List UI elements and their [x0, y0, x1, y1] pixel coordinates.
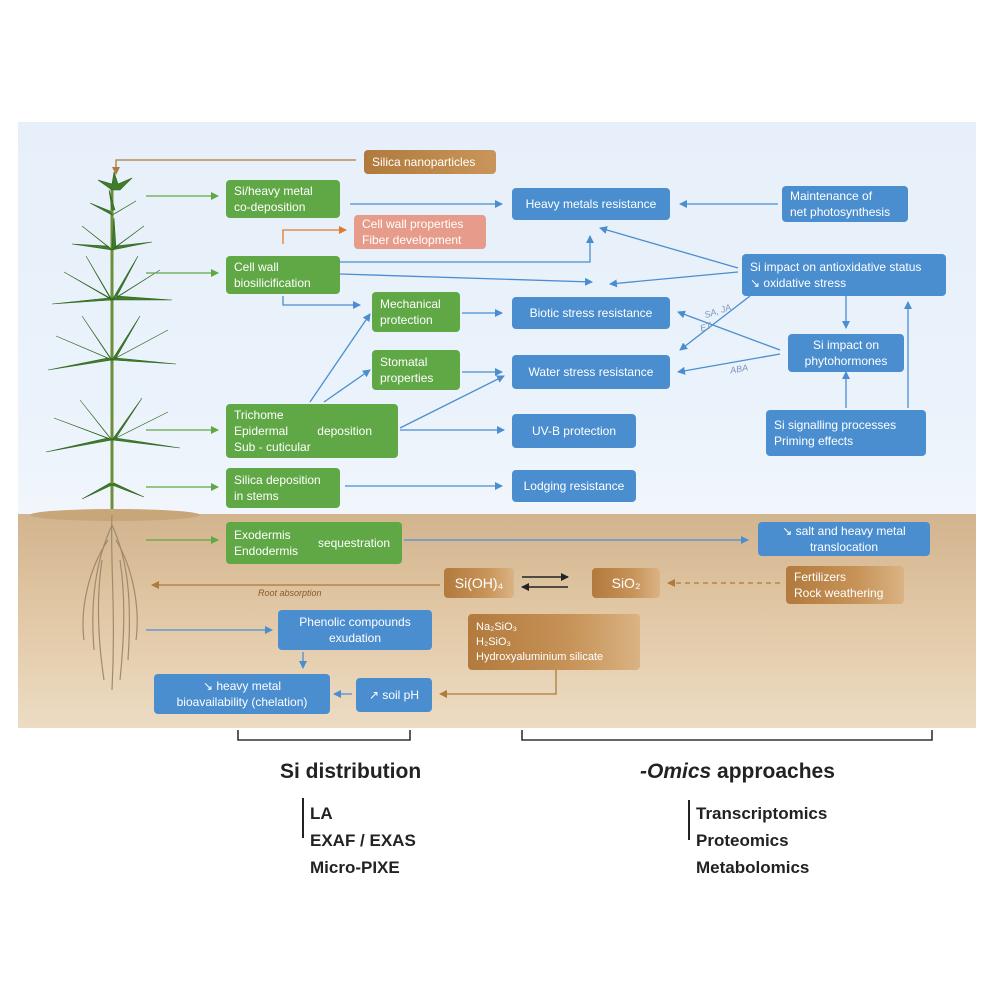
omics-item: Transcriptomics — [696, 804, 828, 823]
root-absorption-label: Root absorption — [258, 588, 322, 598]
exodermis-label: Exodermis — [234, 528, 291, 542]
omics-heading-em: -Omics — [640, 760, 712, 783]
uvb-protection-box: UV-B protection — [512, 414, 636, 448]
metasilicic-acid-label: H₂SiO₃ — [476, 635, 512, 648]
mechanical-label: Mechanical — [380, 297, 441, 311]
heavy-metal-bioavailability-box: ↘ heavy metal bioavailability (chelation… — [154, 674, 330, 714]
silica-deposition-stems-box: Silica deposition in stems — [226, 468, 340, 508]
cell-wall-biosilicification-box: Cell wall biosilicification — [226, 256, 340, 294]
trichome-label: Trichome — [234, 408, 284, 422]
antioxidative-status-label: Si impact on antioxidative status — [750, 260, 922, 274]
deposition-label: deposition — [317, 424, 372, 438]
si-signalling-label: Si signalling processes — [774, 418, 897, 432]
si-distribution-bar — [302, 798, 304, 838]
cell-wall-label: Cell wall — [234, 260, 279, 274]
epidermal-label: Epidermal — [234, 424, 289, 438]
fiber-development-label: Fiber development — [362, 233, 462, 247]
fertilizers-box: Fertilizers Rock weathering — [786, 566, 904, 604]
fertilizers-label: Fertilizers — [794, 570, 847, 584]
bioavailability-label: bioavailability (chelation) — [176, 695, 308, 709]
silicon-dioxide-box: SiO₂ — [592, 568, 660, 598]
biotic-stress-resistance-label: Biotic stress resistance — [529, 306, 653, 320]
water-stress-resistance-box: Water stress resistance — [512, 355, 670, 389]
silicates-box: Na₂SiO₃ H₂SiO₃ Hydroxyaluminium silicate — [468, 614, 640, 670]
omics-bar — [688, 800, 690, 840]
properties-label: properties — [380, 371, 434, 385]
phytohormones-box: Si impact on phytohormones — [788, 334, 904, 372]
maintenance-label: Maintenance of — [790, 189, 873, 203]
si-heavy-metal-codeposition-box: Si/heavy metal co-deposition — [226, 180, 340, 218]
heavy-metal-label: ↘ heavy metal — [202, 679, 282, 693]
salt-heavy-metal-translocation-box: ↘ salt and heavy metal translocation — [758, 522, 930, 556]
endodermis-label: Endodermis — [234, 544, 299, 558]
si-distribution-item: EXAF / EXAS — [310, 831, 416, 850]
omics-heading: -Omics approaches — [640, 760, 835, 784]
co-deposition-label: co-deposition — [234, 200, 306, 214]
trichome-deposition-box: Trichome Epidermal Sub - cuticular depos… — [226, 404, 398, 458]
lodging-resistance-box: Lodging resistance — [512, 470, 636, 502]
si-distribution-heading: Si distribution — [280, 760, 422, 783]
hemp-plant-illustration — [30, 171, 200, 691]
silica-deposition-label: Silica deposition — [234, 473, 321, 487]
maintenance-photosynthesis-box: Maintenance of net photosynthesis — [782, 186, 908, 222]
silica-nanoparticles-box: Silica nanoparticles — [364, 150, 496, 174]
protection-label: protection — [380, 313, 433, 327]
stomatal-label: Stomatal — [380, 355, 428, 369]
omics-heading-rest: approaches — [711, 760, 835, 783]
uvb-protection-label: UV-B protection — [531, 424, 617, 438]
salt-heavy-metal-label: ↘ salt and heavy metal — [782, 524, 906, 538]
sodium-silicate-label: Na₂SiO₃ — [476, 620, 518, 633]
biotic-stress-resistance-box: Biotic stress resistance — [512, 297, 670, 329]
mechanical-protection-box: Mechanical protection — [372, 292, 460, 332]
sio2-label: SiO₂ — [611, 575, 641, 591]
heavy-metals-resistance-box: Heavy metals resistance — [512, 188, 670, 220]
soil-ph-label: ↗ soil pH — [368, 688, 420, 702]
net-photosynthesis-label: net photosynthesis — [790, 205, 891, 219]
omics-item: Metabolomics — [696, 858, 810, 877]
cell-wall-properties-label: Cell wall properties — [362, 217, 464, 231]
si-impact-on-label: Si impact on — [812, 338, 880, 352]
stomatal-properties-box: Stomatal properties — [372, 350, 460, 390]
soil-ph-box: ↗ soil pH — [356, 678, 432, 712]
exudation-label: exudation — [328, 631, 382, 645]
priming-effects-label: Priming effects — [774, 434, 854, 448]
silicic-acid-box: Si(OH)₄ — [444, 568, 514, 598]
si-signalling-box: Si signalling processes Priming effects — [766, 410, 926, 456]
si-distribution-item: Micro-PIXE — [310, 858, 400, 877]
rock-weathering-label: Rock weathering — [794, 586, 884, 600]
lodging-resistance-label: Lodging resistance — [523, 479, 625, 493]
heavy-metals-resistance-label: Heavy metals resistance — [525, 197, 657, 211]
oxidative-stress-label: ↘ oxidative stress — [750, 276, 847, 290]
antioxidative-status-box: Si impact on antioxidative status ↘ oxid… — [742, 254, 946, 296]
si-distribution-item: LA — [310, 804, 333, 823]
phytohormones-label: phytohormones — [804, 354, 888, 368]
omics-list: Transcriptomics Proteomics Metabolomics — [696, 800, 827, 881]
hydroxyaluminium-silicate-label: Hydroxyaluminium silicate — [476, 650, 604, 663]
sioh4-label: Si(OH)₄ — [454, 575, 504, 591]
translocation-label: translocation — [809, 540, 879, 554]
sub-cuticular-label: Sub - cuticular — [234, 440, 311, 454]
sequestration-label: sequestration — [317, 536, 390, 550]
cell-wall-properties-box: Cell wall properties Fiber development — [354, 215, 486, 249]
in-stems-label: in stems — [234, 489, 279, 503]
water-stress-resistance-label: Water stress resistance — [528, 365, 654, 379]
phenolic-compounds-box: Phenolic compounds exudation — [278, 610, 432, 650]
si-heavy-metal-label: Si/heavy metal — [234, 184, 313, 198]
omics-item: Proteomics — [696, 831, 789, 850]
biosilicification-label: biosilicification — [234, 276, 311, 290]
exodermis-sequestration-box: Exodermis Endodermis sequestration — [226, 522, 402, 564]
phenolic-compounds-label: Phenolic compounds — [299, 615, 411, 629]
si-distribution-list: LA EXAF / EXAS Micro-PIXE — [310, 800, 416, 881]
silica-nanoparticles-label: Silica nanoparticles — [372, 155, 476, 169]
